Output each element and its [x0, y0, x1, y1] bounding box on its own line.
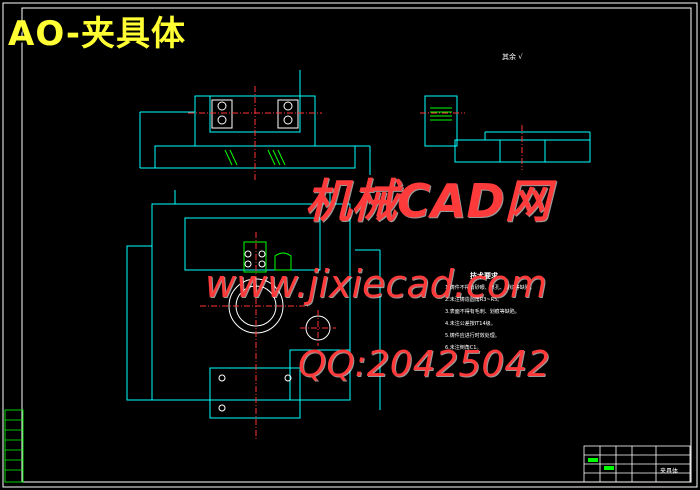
roughness-label: 其余	[502, 53, 516, 61]
technical-requirement-item: 5.铸件应进行时效处理。	[445, 333, 500, 339]
side-view	[424, 95, 591, 163]
plan-view-centerlines	[200, 232, 336, 440]
technical-requirement-item: 2.未注铸造圆角R3~R5。	[445, 297, 503, 303]
technical-requirement-item: 4.未注公差按IT14级。	[445, 321, 496, 327]
drawing-title: AO-夹具体	[8, 14, 186, 54]
front-view-holes	[211, 99, 299, 129]
technical-requirement-item: 1.铸件不得有砂眼、气孔、裂纹等缺陷。	[445, 285, 535, 291]
technical-requirements-title: 技术要求	[470, 272, 498, 280]
plan-view-hatching	[243, 241, 292, 273]
drawing-inner-frame	[21, 7, 692, 483]
plan-view	[126, 190, 381, 419]
watermark-url: www.jixiecad.com	[205, 262, 547, 306]
watermark-site-name: 机械CAD网	[305, 174, 551, 228]
title-block	[583, 445, 691, 483]
title-block-part-name: 夹具体	[660, 468, 679, 475]
technical-requirement-item: 3.表面不得有毛刺、划痕等缺陷。	[445, 309, 520, 315]
side-view-centerlines	[420, 112, 523, 170]
watermark-qq: QQ:20425042	[298, 344, 551, 385]
front-view-hatching	[224, 149, 286, 166]
roughness-mark: 其余 √	[502, 53, 523, 61]
side-view-hatching	[430, 107, 452, 121]
revision-block	[4, 409, 24, 483]
front-view-centerlines	[188, 86, 322, 180]
technical-requirement-item: 6.未注倒角C1。	[445, 345, 482, 351]
title-block-accent	[588, 458, 614, 470]
